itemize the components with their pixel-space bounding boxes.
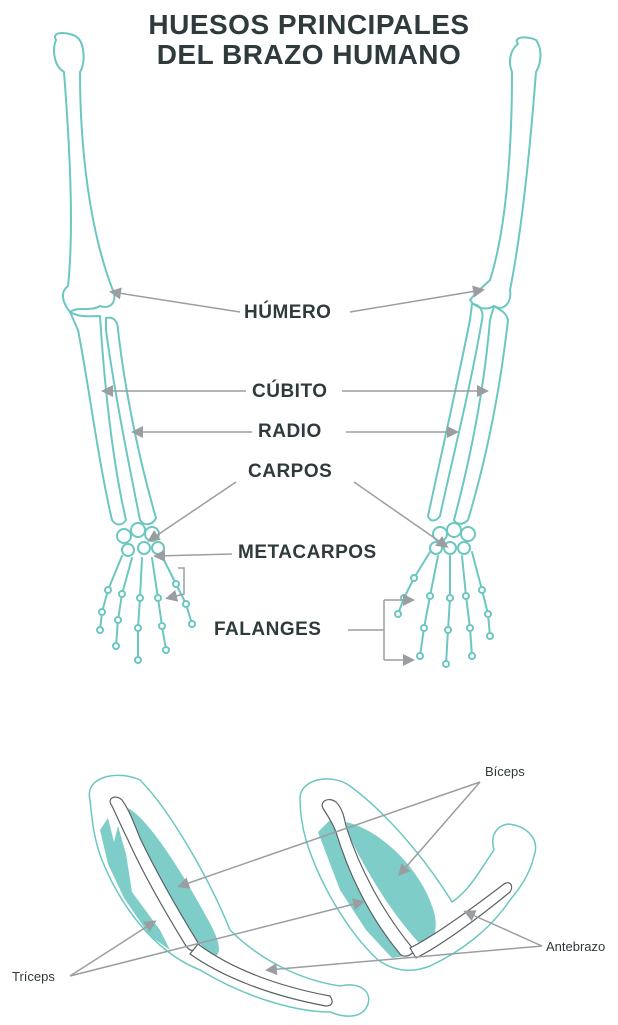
right-fingers (398, 552, 490, 664)
triceps-arrow-1 (70, 922, 154, 976)
label-antebrazo: Antebrazo (546, 939, 605, 954)
right-arm-skeleton (395, 37, 541, 667)
label-humero: HÚMERO (244, 302, 331, 324)
humero-arrow-right (350, 290, 482, 312)
label-cubito: CÚBITO (252, 381, 327, 403)
label-carpos: CARPOS (248, 461, 332, 483)
right-humerus (470, 37, 541, 308)
humero-arrow-left (112, 292, 240, 312)
left-radius (106, 318, 156, 525)
extended-forearm-bone (190, 944, 332, 1006)
antebrazo-arrow-2 (466, 912, 542, 946)
flexed-arm (300, 779, 536, 970)
right-carpals (430, 523, 475, 554)
left-ulna (70, 312, 126, 525)
extended-biceps (128, 808, 219, 956)
carpos-arrow-right (354, 482, 446, 546)
label-metacarpos: METACARPOS (238, 542, 377, 564)
right-radius (428, 304, 483, 521)
left-carpals (117, 523, 164, 556)
metacarpos-arrow (156, 554, 232, 556)
label-radio: RADIO (258, 421, 322, 443)
label-triceps: Tríceps (12, 969, 55, 984)
muscle-label-arrows (70, 782, 542, 976)
left-humerus (54, 33, 114, 312)
left-arm-skeleton (54, 33, 195, 663)
label-biceps: Bíceps (485, 764, 525, 779)
label-falanges: FALANGES (214, 619, 321, 641)
carpos-arrow-left (150, 482, 236, 540)
